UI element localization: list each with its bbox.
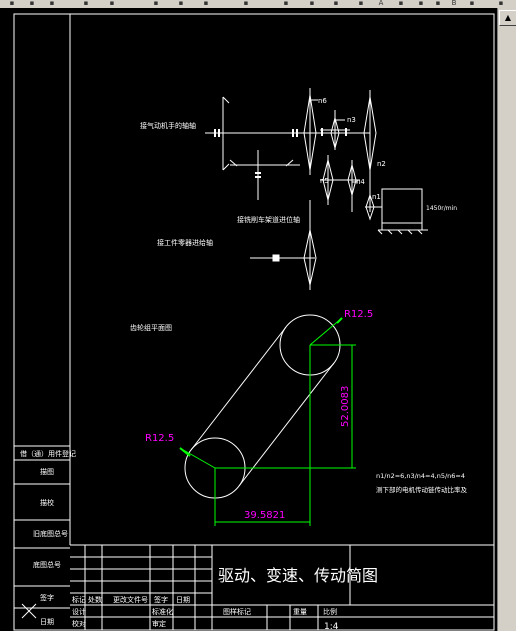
- tool-icon[interactable]: ▪: [178, 0, 184, 7]
- title-block: [70, 544, 494, 630]
- side-table-row: 日期: [40, 618, 54, 626]
- tool-icon[interactable]: ▪: [283, 0, 289, 7]
- motor-box: [381, 188, 423, 224]
- tool-icon[interactable]: ▪: [83, 0, 89, 7]
- tool-icon[interactable]: ▪: [498, 0, 504, 7]
- slot-drawing: [179, 314, 343, 499]
- tool-icon[interactable]: ▪: [398, 0, 404, 7]
- motor-speed-label: 1450r/min: [426, 205, 457, 212]
- tool-icon[interactable]: ▪: [418, 0, 424, 7]
- tool-icon[interactable]: ▪: [309, 0, 315, 7]
- tool-icon[interactable]: ▪: [29, 0, 35, 7]
- change-position-shaft-label: 接铣削车架道进位轴: [237, 215, 300, 224]
- drawing-title: 驱动、变速、传动简图: [218, 566, 378, 585]
- weight-label: 重量: [293, 608, 307, 616]
- gear-label-n4: n4: [356, 178, 365, 186]
- approval-design: 设计: [72, 607, 86, 616]
- tool-icon[interactable]: ▪: [358, 0, 364, 7]
- gear-label-n3: n3: [347, 116, 356, 124]
- tool-icon[interactable]: ▪: [9, 0, 15, 7]
- gear-schematic: [205, 88, 428, 290]
- revision-header-docnum: 更改文件号: [113, 595, 148, 604]
- approval-check: 校对: [72, 619, 86, 628]
- scroll-up-arrow-icon[interactable]: ▲: [499, 10, 516, 26]
- text-style-icon[interactable]: A: [378, 0, 384, 7]
- gear-label-n1: n1: [372, 193, 381, 201]
- dimension-height: 52.0083: [340, 386, 351, 427]
- side-table-row: 借（通）用件登记: [20, 449, 76, 458]
- dimension-radius-top: R12.5: [344, 309, 373, 320]
- gear-label-n6: n6: [318, 97, 327, 105]
- air-motor-shaft-label: 接气动机手的轴轴: [140, 121, 196, 130]
- dimension-width: 39.5821: [244, 510, 285, 521]
- side-table: [14, 445, 70, 609]
- approval-final: 审定: [152, 619, 166, 628]
- vertical-scrollbar[interactable]: ▲: [497, 8, 516, 631]
- gear-ratio-note: n1/n2=6,n3/n4=4,n5/n6=4: [376, 472, 465, 480]
- approval-standard: 标准化: [152, 607, 173, 616]
- tool-icon[interactable]: ▪: [203, 0, 209, 7]
- revision-header-count: 处数: [88, 595, 102, 604]
- side-table-row: 旧底图总号: [33, 529, 68, 538]
- cad-drawing-canvas[interactable]: 接气动机手的轴轴 接铣削车架道进位轴 接工件零器进给轴 齿轮组平面图 n6 n3…: [0, 0, 497, 631]
- tool-icon[interactable]: ▪: [153, 0, 159, 7]
- gear-label-n5: n5: [320, 177, 329, 185]
- text-style-icon[interactable]: B: [451, 0, 457, 7]
- gear-front-view-label: 齿轮组平面图: [130, 323, 172, 332]
- gear-ratio-description: 测下部的电机传动链传动比率及: [376, 485, 468, 494]
- gear-label-n2: n2: [377, 160, 386, 168]
- revision-header-date: 日期: [176, 596, 190, 604]
- outer-frame: [13, 13, 495, 631]
- scale-label: 比例: [323, 607, 337, 616]
- product-shaft-label: 接工件零器进给轴: [157, 238, 213, 247]
- side-table-row: 描校: [40, 498, 54, 507]
- tool-icon[interactable]: ▪: [469, 0, 475, 7]
- tool-icon[interactable]: ▪: [435, 0, 441, 7]
- dimension-lines: [179, 317, 356, 526]
- tool-icon[interactable]: ▪: [243, 0, 249, 7]
- revision-header-mark: 标记: [72, 595, 86, 604]
- scale-value: 1:4: [324, 622, 339, 631]
- side-table-row: 描图: [40, 467, 54, 476]
- cad-toolbar: ▪ ▪ ▪ ▪ ▪ ▪ ▪ ▪ ▪ ▪ ▪ ▪ ▪ A ▪ ▪ ▪ B ▪ ▪: [0, 0, 516, 8]
- side-table-row: 底图总号: [33, 560, 61, 569]
- dimension-radius-bottom: R12.5: [145, 433, 174, 444]
- revision-header-sign: 签字: [154, 595, 168, 604]
- tool-icon[interactable]: ▪: [49, 0, 55, 7]
- tool-icon[interactable]: ▪: [109, 0, 115, 7]
- side-table-row: 签字: [40, 593, 54, 602]
- tool-icon[interactable]: ▪: [333, 0, 339, 7]
- drawing-mark-label: 图样标记: [223, 607, 251, 616]
